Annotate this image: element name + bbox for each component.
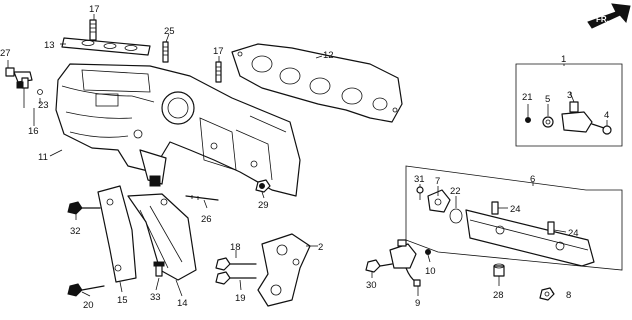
callout-24-upper: 24 xyxy=(510,204,521,215)
bolt-19 xyxy=(215,271,257,285)
nut-29 xyxy=(255,179,271,193)
callout-29: 29 xyxy=(258,200,269,211)
callout-19: 19 xyxy=(235,293,246,304)
callout-3: 3 xyxy=(567,90,572,101)
sensor-connector-27 xyxy=(5,67,43,95)
callout-2: 2 xyxy=(318,242,323,253)
callout-23: 23 xyxy=(38,100,49,111)
front-direction-label: FR. xyxy=(596,15,609,24)
callout-7: 7 xyxy=(435,176,440,187)
callout-17-top: 17 xyxy=(89,4,100,15)
callout-16: 16 xyxy=(28,126,39,137)
bolt-20 xyxy=(67,283,105,297)
fuel-rail-box-6 xyxy=(405,165,623,271)
callout-14: 14 xyxy=(177,298,188,309)
callout-6: 6 xyxy=(530,174,535,185)
bolt-32 xyxy=(67,201,101,215)
callout-20: 20 xyxy=(83,300,94,311)
callout-4: 4 xyxy=(604,110,609,121)
callout-30: 30 xyxy=(366,280,377,291)
callout-17-second: 17 xyxy=(213,46,224,57)
callout-24-lower: 24 xyxy=(568,228,579,239)
stud-26 xyxy=(185,195,219,201)
callout-labels: 1 2 3 4 5 6 7 8 9 10 11 12 13 14 15 16 1… xyxy=(0,4,609,311)
callout-13: 13 xyxy=(44,40,55,51)
nut-8 xyxy=(539,287,555,301)
callout-9: 9 xyxy=(415,298,420,309)
bracket-15 xyxy=(97,185,137,283)
bolt-33 xyxy=(153,261,165,277)
callout-11: 11 xyxy=(38,152,48,163)
callout-8: 8 xyxy=(566,290,571,301)
callout-18: 18 xyxy=(230,242,241,253)
callout-12: 12 xyxy=(323,50,334,61)
stud-17-top xyxy=(89,19,97,41)
stud-25 xyxy=(162,41,169,63)
front-direction-arrow: FR. xyxy=(587,3,631,29)
callout-10: 10 xyxy=(425,266,436,277)
callout-28: 28 xyxy=(493,290,504,301)
manifold-gasket-12 xyxy=(231,43,403,123)
callout-25: 25 xyxy=(164,26,175,37)
callout-33: 33 xyxy=(150,292,161,303)
intake-manifold-11 xyxy=(55,63,301,197)
callout-5: 5 xyxy=(545,94,550,105)
callout-27: 27 xyxy=(0,48,11,59)
gasket-13 xyxy=(61,37,151,56)
bolt-30 xyxy=(365,259,393,273)
bracket-2 xyxy=(257,233,311,307)
callout-15: 15 xyxy=(117,295,128,306)
stud-17-second xyxy=(215,61,222,83)
callout-31: 31 xyxy=(414,174,425,185)
fitting-28 xyxy=(493,263,505,277)
clip-10 xyxy=(425,249,431,255)
callout-1: 1 xyxy=(561,54,566,65)
callout-21: 21 xyxy=(522,92,533,103)
bolt-18 xyxy=(215,257,257,271)
leader-lines xyxy=(7,14,608,297)
valve-assembly-box-1 xyxy=(515,63,623,147)
callout-26: 26 xyxy=(201,214,212,225)
bracket-14 xyxy=(127,193,197,281)
callout-32: 32 xyxy=(70,226,81,237)
callout-22: 22 xyxy=(450,186,461,197)
fuel-pressure-regulator-9 xyxy=(389,239,421,287)
